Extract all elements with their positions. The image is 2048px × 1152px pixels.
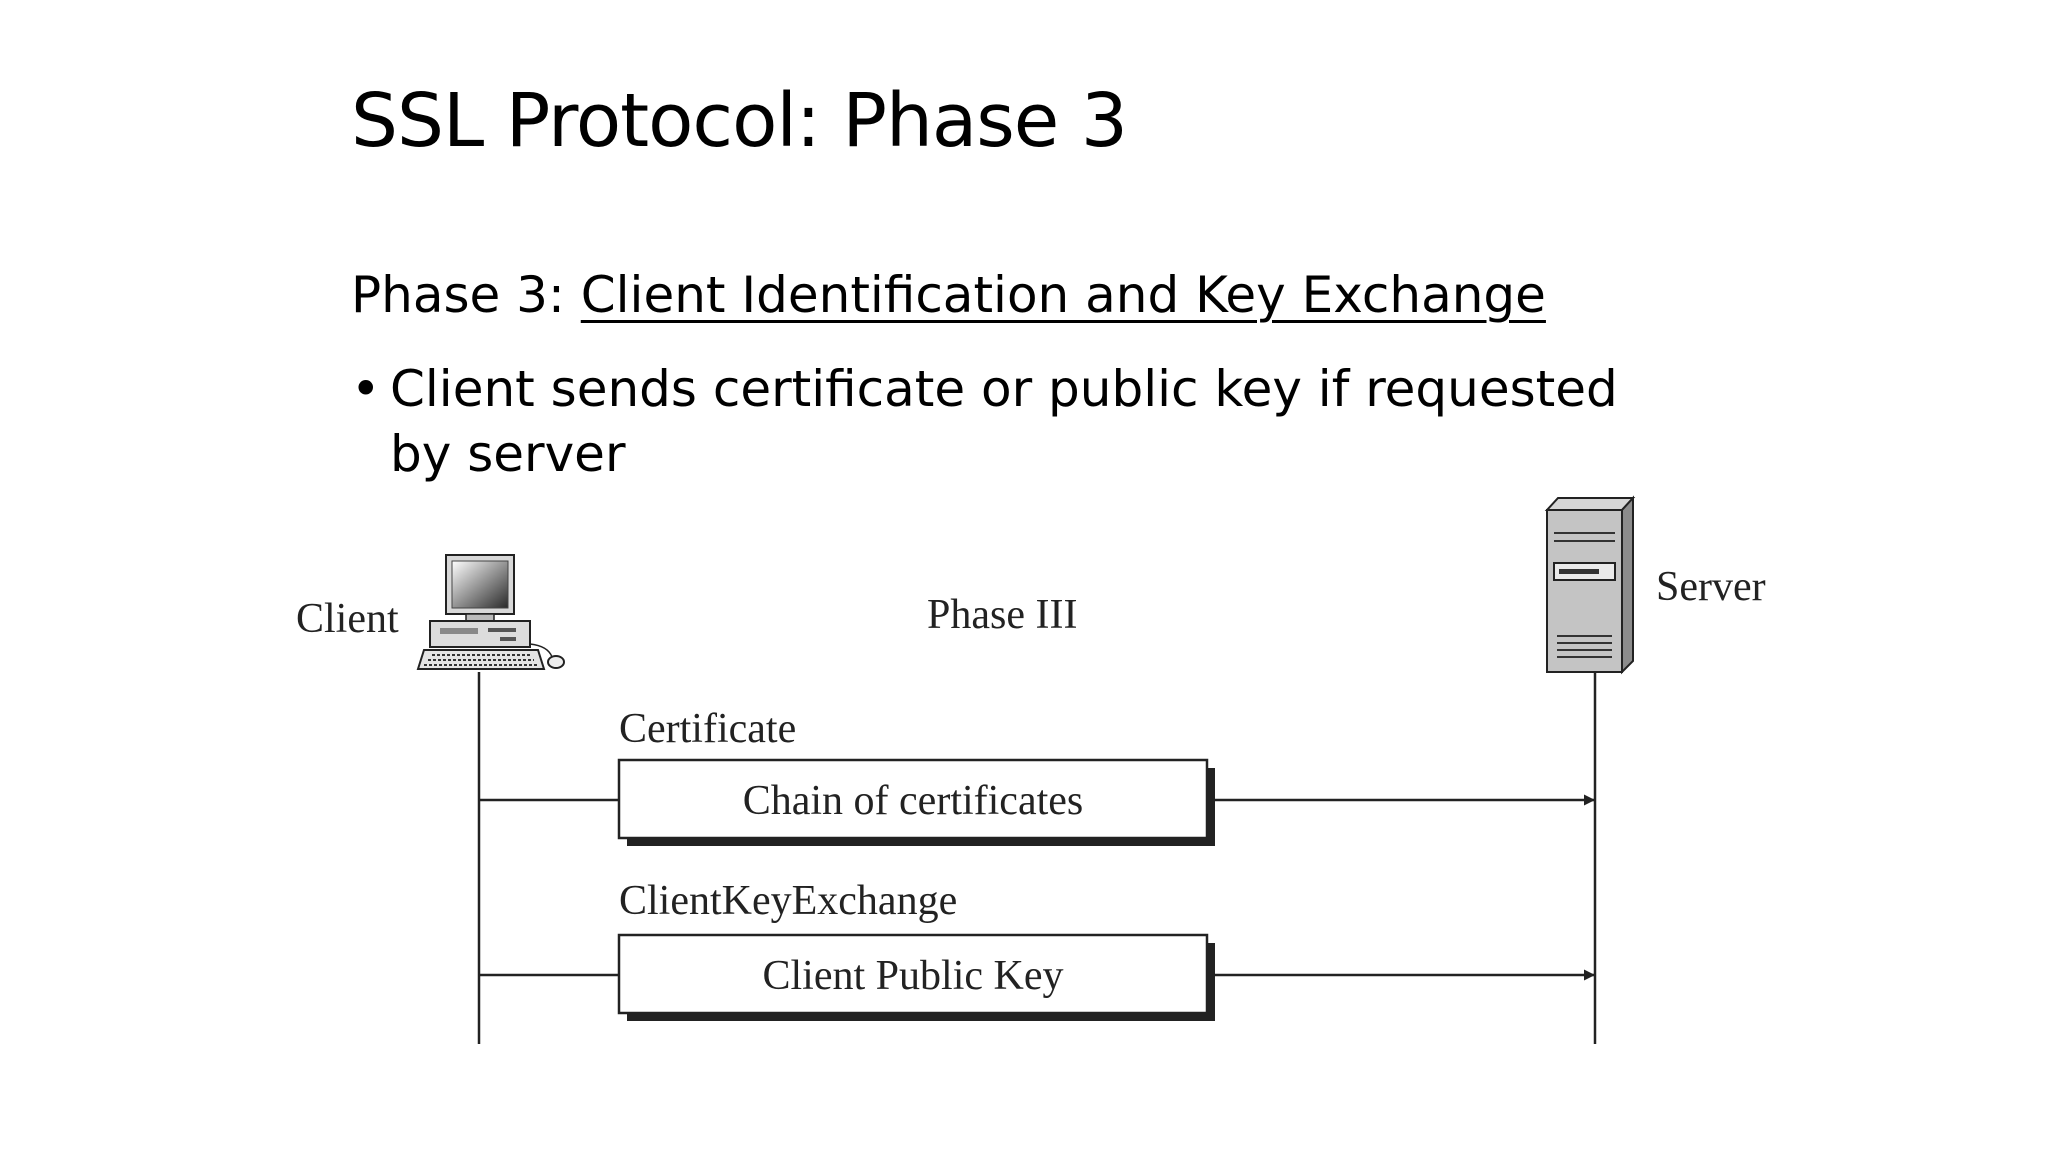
slide-title: SSL Protocol: Phase 3	[351, 78, 1128, 164]
bullet-list: • Client sends certificate or public key…	[351, 357, 1691, 487]
bullet-text: Client sends certificate or public key i…	[390, 360, 1618, 483]
client-label: Client	[296, 596, 399, 642]
message-certificate: Certificate Chain of certificates	[479, 706, 1595, 846]
message-name: ClientKeyExchange	[619, 878, 957, 924]
subtitle-prefix: Phase 3:	[351, 266, 581, 324]
server-label: Server	[1656, 564, 1766, 610]
bullet-item: • Client sends certificate or public key…	[351, 357, 1691, 487]
phase-subtitle: Phase 3: Client Identification and Key E…	[351, 270, 1546, 320]
bullet-marker: •	[351, 360, 381, 418]
subtitle-underlined: Client Identification and Key Exchange	[580, 266, 1546, 324]
message-name: Certificate	[619, 706, 796, 752]
phase-label: Phase III	[927, 592, 1077, 638]
message-content: Chain of certificates	[743, 778, 1084, 824]
message-box	[617, 933, 1209, 1015]
message-client-key-exchange: ClientKeyExchange Client Public Key	[479, 878, 1595, 1021]
message-box	[617, 758, 1209, 840]
server-tower-icon	[1544, 495, 1636, 675]
desktop-computer-icon	[416, 554, 565, 670]
message-content: Client Public Key	[763, 953, 1064, 999]
